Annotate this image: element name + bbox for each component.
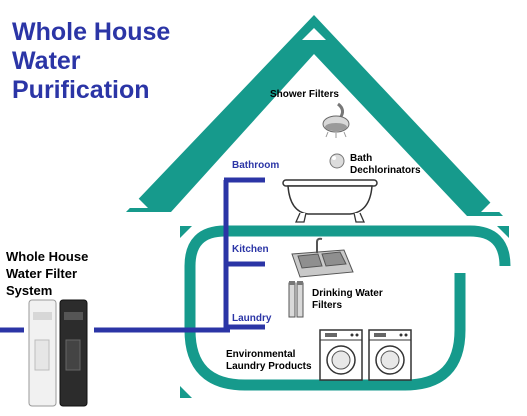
whole-house-filter-unit-icon (28, 299, 88, 407)
washing-machine-icon (368, 329, 412, 381)
title-line: Whole House (12, 18, 171, 46)
kitchen-sink-icon (291, 237, 354, 278)
water-pipes (0, 177, 265, 333)
bath-dechlorinator-icon (329, 153, 345, 169)
washing-machine-icon (319, 329, 363, 381)
room-label-kitchen: Kitchen (232, 244, 269, 255)
item-label-line: Environmental (226, 349, 296, 360)
item-label-line: Dechlorinators (350, 165, 421, 176)
system-label-line: Water Filter (6, 266, 78, 281)
item-label-line: Drinking Water (312, 288, 383, 299)
system-label-line: Whole House (6, 249, 89, 264)
room-label-laundry: Laundry (232, 313, 272, 324)
item-label-line: Laundry Products (226, 361, 312, 372)
shower-head-icon (322, 102, 350, 138)
title-line: Water (12, 47, 81, 75)
drinking-water-filter-icon (288, 281, 304, 318)
house-roof (126, 15, 503, 216)
item-label-shower-filters: Shower Filters (270, 89, 339, 100)
title-line: Purification (12, 76, 150, 104)
room-label-bathroom: Bathroom (232, 160, 280, 171)
item-label-line: Bath (350, 153, 373, 164)
system-label-line: System (6, 283, 53, 298)
house-walls (180, 225, 511, 398)
item-label-line: Filters (312, 300, 343, 311)
item-label-laundry-products: Environmental Laundry Products (226, 349, 312, 373)
item-label-drinking-water-filters: Drinking Water Filters (312, 288, 383, 312)
system-label: Whole House Water Filter System (6, 248, 88, 299)
bathtub-icon (282, 179, 378, 223)
page-title: Whole House Water Purification (12, 18, 170, 105)
item-label-bath-dechlorinators: Bath Dechlorinators (350, 153, 421, 177)
